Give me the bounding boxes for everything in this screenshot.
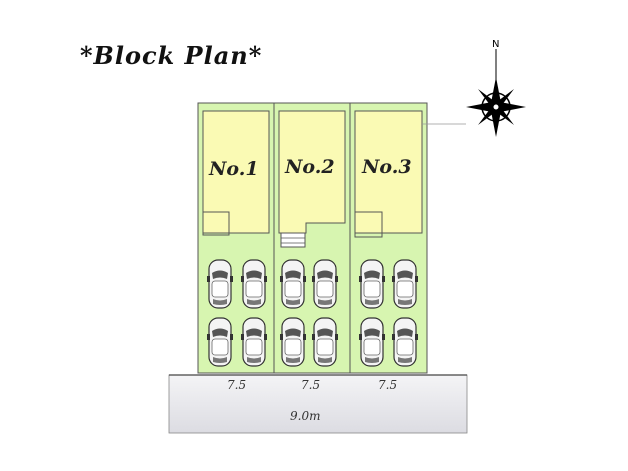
parking-car-icon	[391, 259, 419, 309]
parking-car-icon	[240, 317, 268, 367]
parking-car-icon	[206, 317, 234, 367]
parking-car-icon	[358, 317, 386, 367]
lot-2: No.2	[273, 102, 351, 374]
parking-car-icon	[240, 259, 268, 309]
lot-3: No.3	[349, 102, 428, 374]
parking-car-icon	[311, 317, 339, 367]
parking-car-icon	[391, 317, 419, 367]
building-no2	[278, 110, 346, 234]
frontage-label-no1: 7.5	[227, 378, 246, 392]
entrance-steps-no2	[280, 232, 306, 248]
lot-1: No.1	[197, 102, 275, 374]
page-title: *Block Plan*	[80, 41, 262, 70]
lot-label-no2: No.2	[284, 156, 335, 178]
road-width-label: 9.0m	[290, 409, 320, 423]
parking-car-icon	[206, 259, 234, 309]
parking-car-icon	[279, 259, 307, 309]
frontage-label-no3: 7.5	[378, 378, 397, 392]
entrance-no1	[202, 211, 230, 236]
north-label: N	[492, 39, 499, 50]
road	[168, 374, 468, 434]
parking-car-icon	[358, 259, 386, 309]
lot-label-no3: No.3	[361, 156, 412, 178]
lot-label-no1: No.1	[208, 158, 259, 180]
parking-car-icon	[279, 317, 307, 367]
frontage-label-no2: 7.5	[301, 378, 320, 392]
building-no1	[202, 110, 270, 234]
compass-rose-icon	[466, 49, 526, 137]
parking-car-icon	[311, 259, 339, 309]
entrance-no3	[354, 211, 383, 238]
building-no3	[354, 110, 423, 234]
